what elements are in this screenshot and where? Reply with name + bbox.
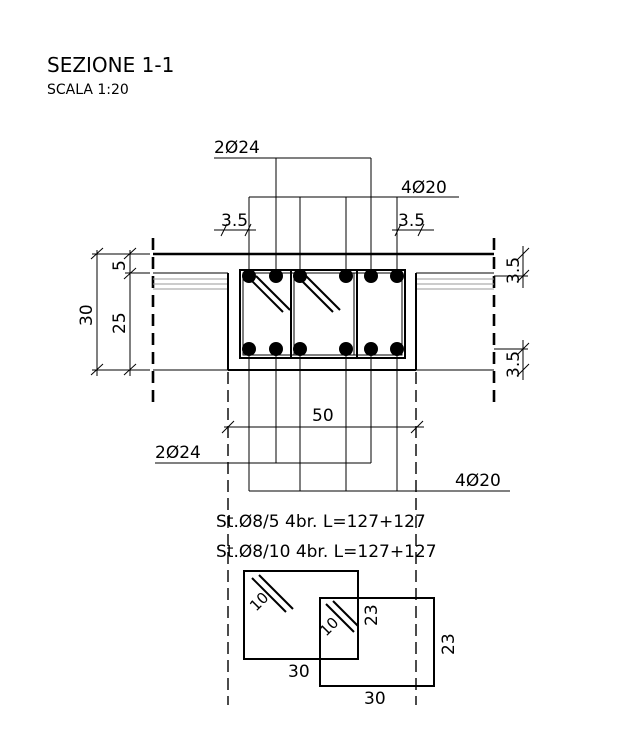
rebar-bar <box>364 269 378 283</box>
stirrup-inner <box>290 269 358 359</box>
slab-dim: 5 <box>110 260 130 271</box>
stirrup-inner-inner <box>293 272 355 356</box>
stirrup-hook <box>251 577 287 613</box>
rebar-bar <box>364 342 378 356</box>
stirrup-hook <box>255 275 291 311</box>
dim-tick <box>516 363 530 377</box>
width-dim: 50 <box>312 406 334 426</box>
total-height-dim: 30 <box>77 304 97 326</box>
cover-top-right-dim: 3.5 <box>504 257 524 284</box>
stirrup-right-width: 30 <box>364 689 386 709</box>
stirrup-note-2: St.Ø8/10 4br. L=127+127 <box>216 542 437 562</box>
dim-tick <box>516 247 530 261</box>
hook-length-a: 10 <box>246 589 272 615</box>
rebar-bar <box>293 269 307 283</box>
rebar-bar <box>390 269 404 283</box>
stirrup-hook <box>248 277 284 313</box>
rebar-bar <box>339 269 353 283</box>
section-title: SEZIONE 1-1 <box>47 53 174 77</box>
stirrup-right-height: 23 <box>439 633 459 655</box>
cover-bottom-right-dim: 3.5 <box>504 351 524 378</box>
scale-label: SCALA 1:20 <box>47 82 129 98</box>
stirrup-outer <box>239 269 406 359</box>
stirrup-outer-inner <box>242 272 403 356</box>
stirrup-left-height: 23 <box>362 604 382 626</box>
web-dim: 25 <box>110 312 130 334</box>
rebar-bar <box>242 342 256 356</box>
stirrup-hook <box>298 277 334 313</box>
rebar-label-top-int: 4Ø20 <box>401 178 447 198</box>
rebar-bar <box>269 269 283 283</box>
stirrup-note-1: St.Ø8/5 4br. L=127+127 <box>216 512 426 532</box>
cover-left-dim: 3.5 <box>221 211 248 231</box>
rebar-label-bot-ext: 2Ø24 <box>155 443 201 463</box>
stirrup-hook <box>258 574 294 610</box>
dim-tick <box>220 223 228 237</box>
rebar-bar <box>390 342 404 356</box>
dim-tick <box>244 223 252 237</box>
dim-tick <box>417 223 425 237</box>
stirrup-hook <box>325 603 355 633</box>
rebar-label-bot-int: 4Ø20 <box>455 471 501 491</box>
stirrup-shape-right <box>319 597 435 687</box>
beam-section: 2Ø24 4Ø20 2Ø24 4Ø20 3.5 3.5 30 25 5 3.5 <box>77 138 530 705</box>
dim-tick <box>394 223 402 237</box>
stirrup-shapes: 10 10 23 23 30 30 <box>243 570 459 709</box>
dim-tick <box>410 420 424 434</box>
stirrup-shape-left <box>243 570 359 660</box>
stirrup-hook <box>305 275 341 311</box>
cover-right-dim: 3.5 <box>398 211 425 231</box>
rebar-bar <box>269 342 283 356</box>
stirrup-hook <box>332 600 359 627</box>
stirrup-left-width: 30 <box>288 662 310 682</box>
rebar-bar <box>293 342 307 356</box>
rebar-bar <box>242 269 256 283</box>
rebar-bar <box>339 342 353 356</box>
rebar-label-top-ext: 2Ø24 <box>214 138 260 158</box>
